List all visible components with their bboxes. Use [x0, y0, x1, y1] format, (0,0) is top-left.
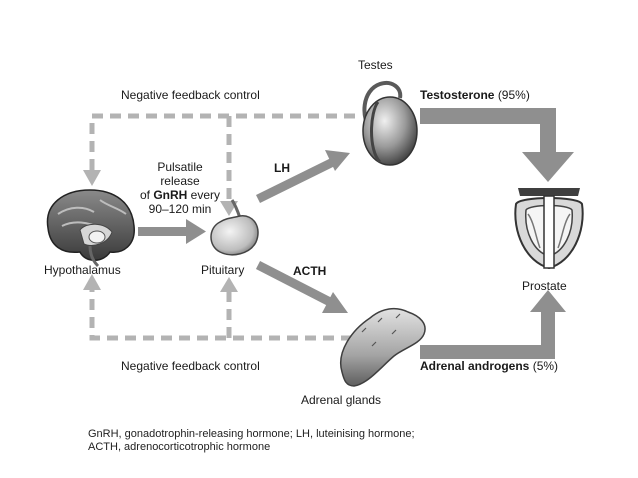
release-line-4: 90–120 min	[148, 202, 212, 216]
adrenal-androgens-term: Adrenal androgens	[420, 359, 530, 373]
release-line-3: of GnRH every	[128, 188, 232, 202]
pituitary-label: Pituitary	[201, 263, 245, 277]
release-line-2: release	[160, 174, 200, 188]
feedback-bottom-label: Negative feedback control	[121, 359, 260, 373]
gnrh-arrow	[138, 219, 206, 244]
testosterone-arrow	[420, 108, 574, 182]
feedback-top-label: Negative feedback control	[121, 88, 260, 102]
figure-caption: GnRH, gonadotrophin-releasing hormone; L…	[88, 428, 415, 454]
testosterone-term: Testosterone	[420, 88, 495, 102]
feedback-bottom-pituitary-arrowhead	[220, 277, 238, 292]
caption-line-2: ACTH, adrenocorticotrophic hormone	[88, 441, 271, 453]
adrenal-androgens-label: Adrenal androgens (5%)	[420, 359, 558, 373]
gnrh-release-note: Pulsatile release of GnRH every 90–120 m…	[128, 160, 232, 216]
feedback-top-path	[89, 113, 355, 203]
release-line-3-suffix: every	[187, 188, 221, 202]
testes-label: Testes	[358, 58, 393, 72]
adrenal-androgens-arrow	[420, 290, 566, 359]
lh-arrow	[256, 150, 350, 204]
acth-label: ACTH	[293, 264, 327, 278]
acth-arrow	[255, 260, 348, 313]
prostate-label: Prostate	[522, 279, 567, 293]
prostate-illustration	[514, 188, 584, 270]
feedback-top-hypothalamus-arrowhead	[83, 170, 101, 186]
release-line-1: Pulsatile	[157, 160, 203, 174]
pituitary-illustration	[210, 199, 259, 256]
caption-line-1: GnRH, gonadotrophin-releasing hormone; L…	[88, 428, 415, 440]
hypothalamus-illustration	[46, 189, 135, 268]
testosterone-share: (95%)	[497, 88, 530, 102]
lh-label: LH	[274, 161, 290, 175]
hypothalamus-label: Hypothalamus	[44, 263, 121, 277]
gnrh-term: GnRH	[153, 188, 188, 202]
release-line-3-prefix: of	[139, 188, 154, 202]
testes-illustration	[362, 81, 418, 166]
feedback-bottom-hypothalamus-arrowhead	[83, 274, 101, 290]
adrenal-androgens-share: (5%)	[532, 359, 559, 373]
testosterone-label: Testosterone (95%)	[420, 88, 530, 102]
feedback-bottom-path	[89, 286, 352, 341]
adrenal-glands-label: Adrenal glands	[301, 393, 382, 407]
adrenal-glands-illustration	[340, 307, 426, 387]
